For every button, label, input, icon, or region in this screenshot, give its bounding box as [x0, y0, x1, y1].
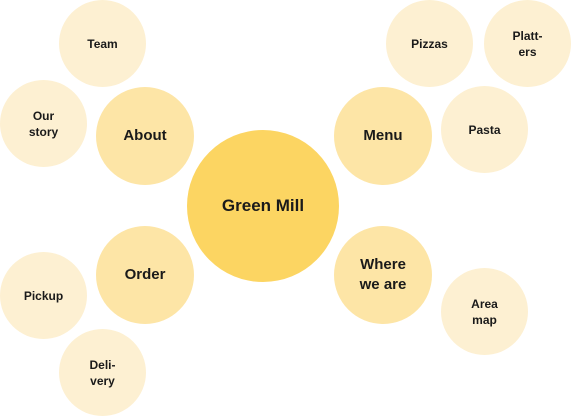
leaf-node-pickup[interactable]: Pickup: [0, 252, 87, 339]
leaf-node-pizzas[interactable]: Pizzas: [386, 0, 473, 87]
leaf-pizzas-label: Pizzas: [411, 36, 448, 51]
leaf-node-platters[interactable]: Platt- ers: [484, 0, 571, 87]
leaf-area-map-label: Area map: [471, 296, 498, 327]
leaf-node-pasta[interactable]: Pasta: [441, 86, 528, 173]
leaf-node-area-map[interactable]: Area map: [441, 268, 528, 355]
leaf-node-delivery[interactable]: Deli- very: [59, 329, 146, 416]
leaf-delivery-label: Deli- very: [89, 357, 116, 388]
leaf-node-team[interactable]: Team: [59, 0, 146, 87]
leaf-pasta-label: Pasta: [468, 122, 501, 137]
center-node-label: Green Mill: [221, 196, 305, 215]
leaf-platters-label: Platt- ers: [512, 28, 543, 59]
leaf-our-story-label: Our story: [28, 108, 59, 139]
leaf-team-label: Team: [87, 36, 118, 51]
leaf-node-our-story[interactable]: Our story: [0, 80, 87, 167]
center-node-green-mill[interactable]: Green Mill: [187, 130, 339, 282]
branch-menu-label: Menu: [363, 127, 403, 144]
branch-node-order[interactable]: Order: [96, 226, 194, 324]
branch-node-where-we-are[interactable]: Where we are: [334, 226, 432, 324]
branch-node-about[interactable]: About: [96, 87, 194, 185]
branch-where-label: Where we are: [359, 256, 407, 293]
branch-about-label: About: [123, 127, 167, 144]
branch-node-menu[interactable]: Menu: [334, 87, 432, 185]
branch-order-label: Order: [124, 266, 166, 283]
leaf-pickup-label: Pickup: [23, 288, 64, 303]
